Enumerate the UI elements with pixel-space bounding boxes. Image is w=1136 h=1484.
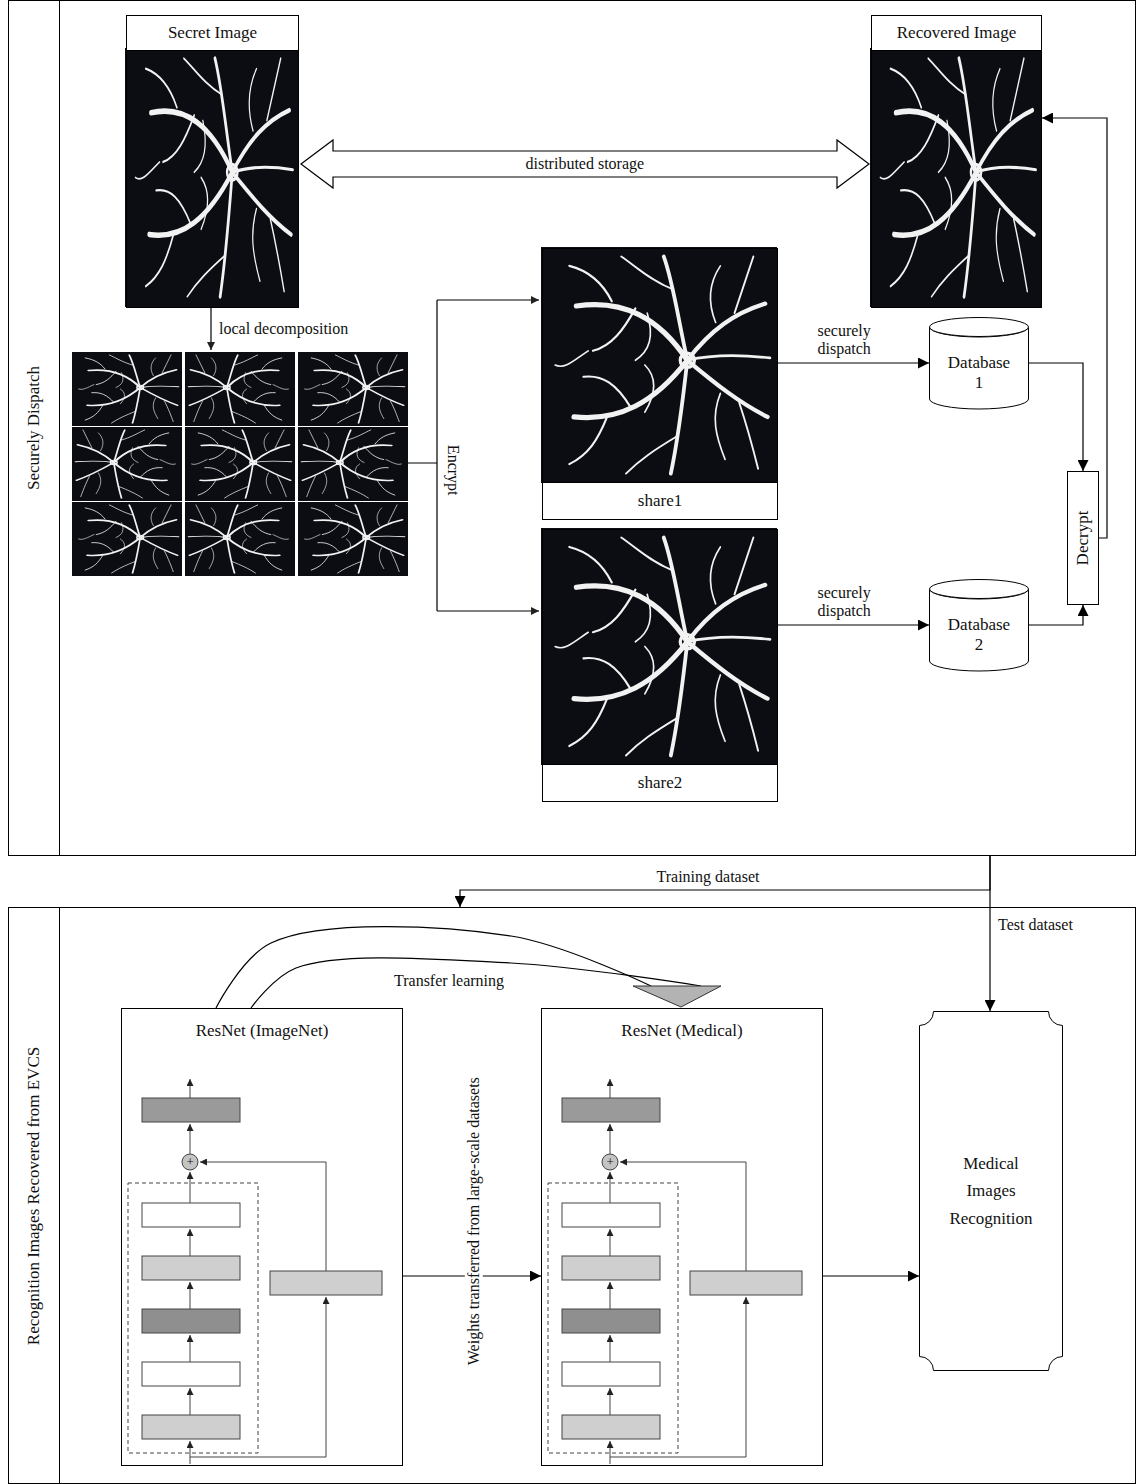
retina-images	[125, 48, 1041, 765]
image-card: share1	[542, 248, 778, 520]
sum-symbol: +	[607, 1155, 614, 1170]
connector	[216, 927, 721, 1008]
panel-strip: Recognition Images Recovered from EVCS	[9, 908, 60, 1483]
annotation-label: local decomposition	[219, 320, 348, 338]
panel-strip: Securely Dispatch	[9, 1, 60, 855]
card-title: share2	[638, 773, 682, 793]
result-box: Medical Images Recognition	[919, 1011, 1063, 1371]
sum-symbol: +	[187, 1155, 194, 1170]
image-card: Secret Image	[126, 15, 299, 308]
network-title: ResNet (ImageNet)	[196, 1021, 329, 1040]
network-title: ResNet (Medical)	[621, 1021, 742, 1040]
network-box: ResNet (Medical)	[541, 1008, 823, 1466]
connector	[1029, 605, 1083, 625]
database-cylinder: Database 1	[929, 317, 1029, 409]
panel-title: Recognition Images Recovered from EVCS	[24, 1046, 44, 1344]
edge-label: Weights transferred from large-scale dat…	[465, 1074, 483, 1368]
card-caption-box: share2	[543, 764, 777, 801]
connector	[778, 625, 929, 626]
edge-label: securely dispatch	[818, 322, 890, 359]
connector	[1029, 363, 1083, 471]
connector	[990, 856, 991, 1011]
connector	[301, 140, 869, 188]
process-box: Decrypt	[1067, 471, 1099, 605]
card-title: Recovered Image	[897, 23, 1016, 43]
process-label: Decrypt	[1073, 511, 1093, 566]
decomposition-grid	[72, 352, 408, 576]
annotation-label: Encrypt	[443, 445, 461, 496]
card-caption-box: share1	[543, 482, 777, 519]
edge-label: Test dataset	[998, 916, 1073, 934]
section-panel: Secret Image Recovered Image share1 share2 D…	[8, 0, 1136, 856]
result-label: Medical Images Recognition	[941, 1150, 1041, 1232]
database-label: Database 2	[943, 615, 1015, 654]
edge-label: Training dataset	[657, 868, 760, 886]
connector	[823, 1276, 919, 1277]
section-panel: ResNet (ImageNet) ResNet (Medical) Medical…	[8, 907, 1136, 1484]
encrypt-bracket	[211, 300, 539, 611]
image-card: Recovered Image	[871, 15, 1042, 308]
database-cylinder: Database 2	[929, 579, 1029, 671]
connector	[778, 363, 929, 364]
database-label: Database 1	[943, 353, 1015, 392]
card-title: Secret Image	[168, 23, 257, 43]
edge-label: securely dispatch	[818, 584, 890, 621]
edge-label: Transfer learning	[394, 972, 504, 990]
card-caption-box: Secret Image	[127, 16, 298, 51]
card-caption-box: Recovered Image	[872, 16, 1041, 51]
panel-title: Securely Dispatch	[24, 366, 44, 490]
connector	[460, 856, 990, 907]
edge-label: distributed storage	[526, 155, 645, 173]
card-title: share1	[638, 491, 682, 511]
network-box: ResNet (ImageNet)	[121, 1008, 403, 1466]
image-card: share2	[542, 529, 778, 802]
